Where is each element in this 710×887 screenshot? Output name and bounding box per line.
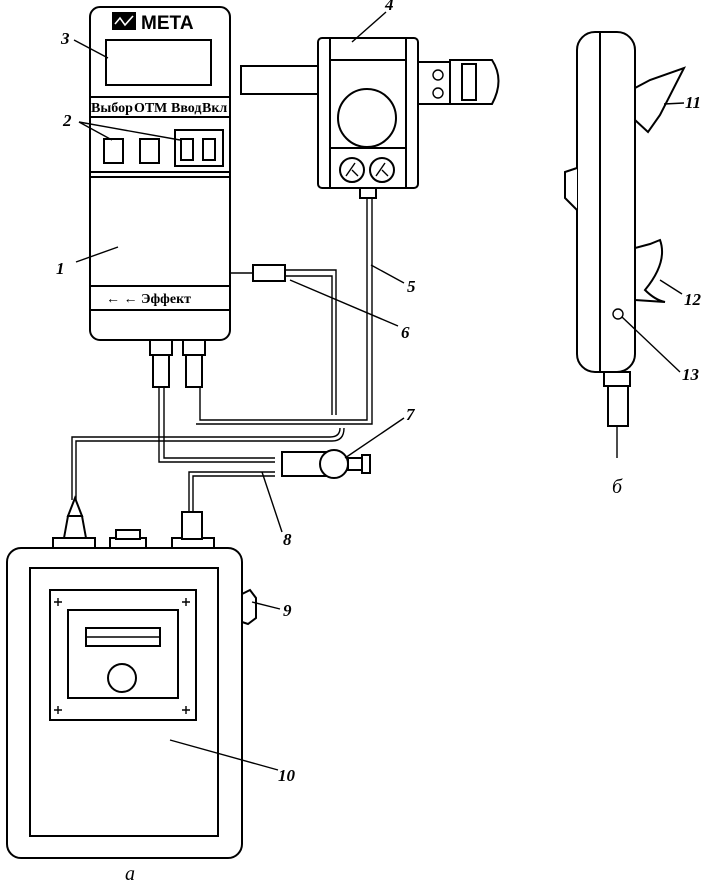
clamp-sensor — [240, 37, 500, 199]
callout-12: 12 — [684, 290, 702, 309]
measurement-case — [6, 495, 257, 859]
button-label-select: Выбор — [91, 101, 133, 116]
select-button[interactable] — [103, 138, 124, 164]
side-view — [564, 31, 687, 458]
callout-1: 1 — [56, 259, 65, 278]
callout-7: 7 — [406, 405, 416, 424]
button-label-enter: Ввод — [171, 101, 201, 116]
callout-13: 13 — [682, 365, 700, 384]
callout-5: 5 — [407, 277, 416, 296]
callout-9: 9 — [283, 601, 292, 620]
callout-10: 10 — [278, 766, 296, 785]
power-button[interactable] — [202, 138, 216, 161]
callout-2: 2 — [62, 111, 72, 130]
effect-label: ← ← Эффект — [106, 292, 191, 307]
button-label-otm: ОТМ — [134, 101, 167, 116]
meta-logo: МЕТА — [112, 12, 194, 34]
enter-button[interactable] — [180, 138, 194, 161]
button-label-on: Вкл — [202, 101, 227, 116]
otm-button[interactable] — [139, 138, 160, 164]
panel-label-a: а — [125, 863, 135, 885]
cables — [71, 198, 373, 512]
callout-numbers: 1 2 3 4 5 6 7 8 9 10 11 12 13 — [56, 0, 702, 785]
main-unit: МЕТА Выбор ОТМ Ввод Вкл ← ← Эффект — [89, 6, 231, 388]
callout-3: 3 — [60, 29, 70, 48]
callout-6: 6 — [401, 323, 410, 342]
leader-lines — [73, 11, 685, 771]
display-screen — [105, 39, 212, 86]
brand-name: МЕТА — [141, 13, 194, 34]
callout-11: 11 — [685, 93, 701, 112]
callout-8: 8 — [283, 530, 292, 549]
callout-4: 4 — [384, 0, 394, 14]
panel-label-b: б — [612, 476, 623, 498]
